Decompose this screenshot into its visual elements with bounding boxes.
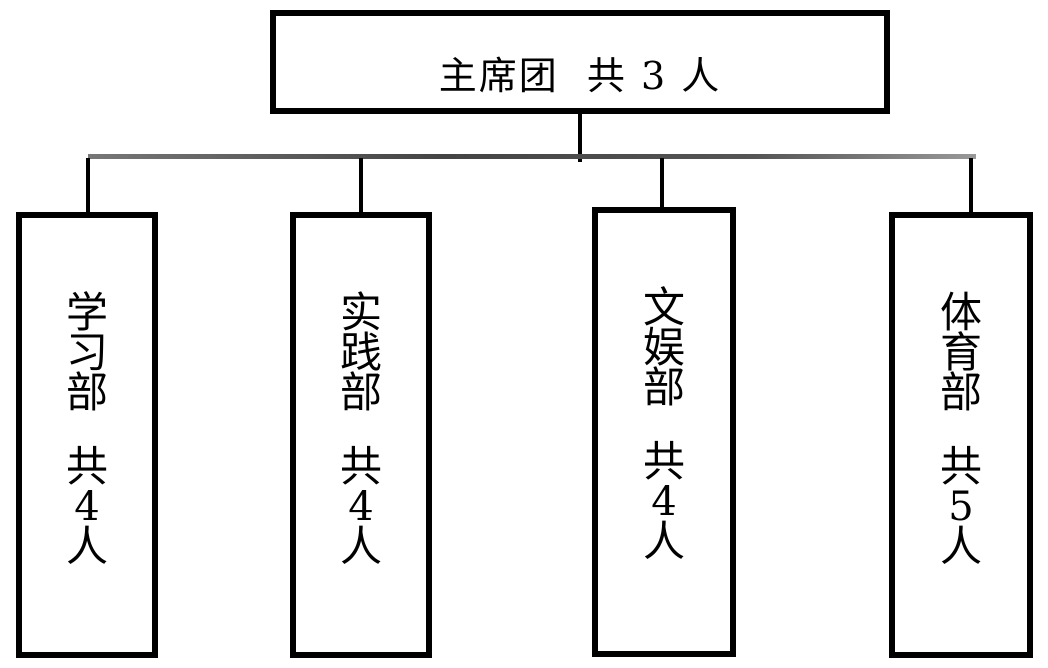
presidium-name: 主席团 <box>438 53 559 98</box>
dept-name-char: 娱 <box>642 323 685 372</box>
dept-count-suffix: 人 <box>939 522 982 571</box>
dept-2-connector-line <box>359 158 363 215</box>
dept-count: 4 <box>74 484 100 530</box>
dept-count-prefix: 共 <box>339 442 382 491</box>
dept-count-suffix: 人 <box>339 522 382 571</box>
dept-name-char: 学 <box>65 288 108 337</box>
top-connector-line <box>578 114 582 162</box>
dept-count-suffix: 人 <box>642 517 685 566</box>
dept-name-char: 部 <box>939 368 982 417</box>
dept-count-prefix: 共 <box>65 442 108 491</box>
dept-1-connector-line <box>86 158 90 215</box>
dept-count-prefix: 共 <box>642 437 685 486</box>
dept-count-suffix: 人 <box>65 522 108 571</box>
dept-box-study: 学 习 部 共 4 人 <box>16 212 158 658</box>
dept-count: 4 <box>348 484 374 530</box>
dept-label-sports: 体 育 部 共 5 人 <box>939 288 982 571</box>
dept-label-practice: 实 践 部 共 4 人 <box>339 288 382 571</box>
dept-name-char: 体 <box>939 288 982 337</box>
presidium-box: 主席团 共 3 人 <box>270 10 890 114</box>
dept-name-char: 文 <box>642 283 685 332</box>
presidium-count-suffix: 人 <box>681 53 722 98</box>
presidium-count: 3 <box>641 53 668 98</box>
dept-name-char: 实 <box>339 288 382 337</box>
dept-box-sports: 体 育 部 共 5 人 <box>889 212 1033 658</box>
presidium-label: 主席团 共 3 人 <box>439 45 722 100</box>
dept-count: 5 <box>948 484 974 530</box>
dept-name-char: 育 <box>939 328 982 377</box>
presidium-count-prefix: 共 <box>586 53 627 98</box>
dept-name-char: 践 <box>339 328 382 377</box>
dept-label-entertainment: 文 娱 部 共 4 人 <box>642 283 685 566</box>
dept-box-entertainment: 文 娱 部 共 4 人 <box>592 207 736 657</box>
dept-count-prefix: 共 <box>939 442 982 491</box>
dept-4-connector-line <box>969 158 973 215</box>
dept-3-connector-line <box>660 158 664 210</box>
dept-name-char: 习 <box>65 328 108 377</box>
dept-name-char: 部 <box>339 368 382 417</box>
dept-name-char: 部 <box>65 368 108 417</box>
dept-box-practice: 实 践 部 共 4 人 <box>290 212 432 658</box>
dept-label-study: 学 习 部 共 4 人 <box>65 288 108 571</box>
horizontal-connector-line <box>88 154 976 159</box>
dept-name-char: 部 <box>642 363 685 412</box>
dept-count: 4 <box>651 479 677 525</box>
